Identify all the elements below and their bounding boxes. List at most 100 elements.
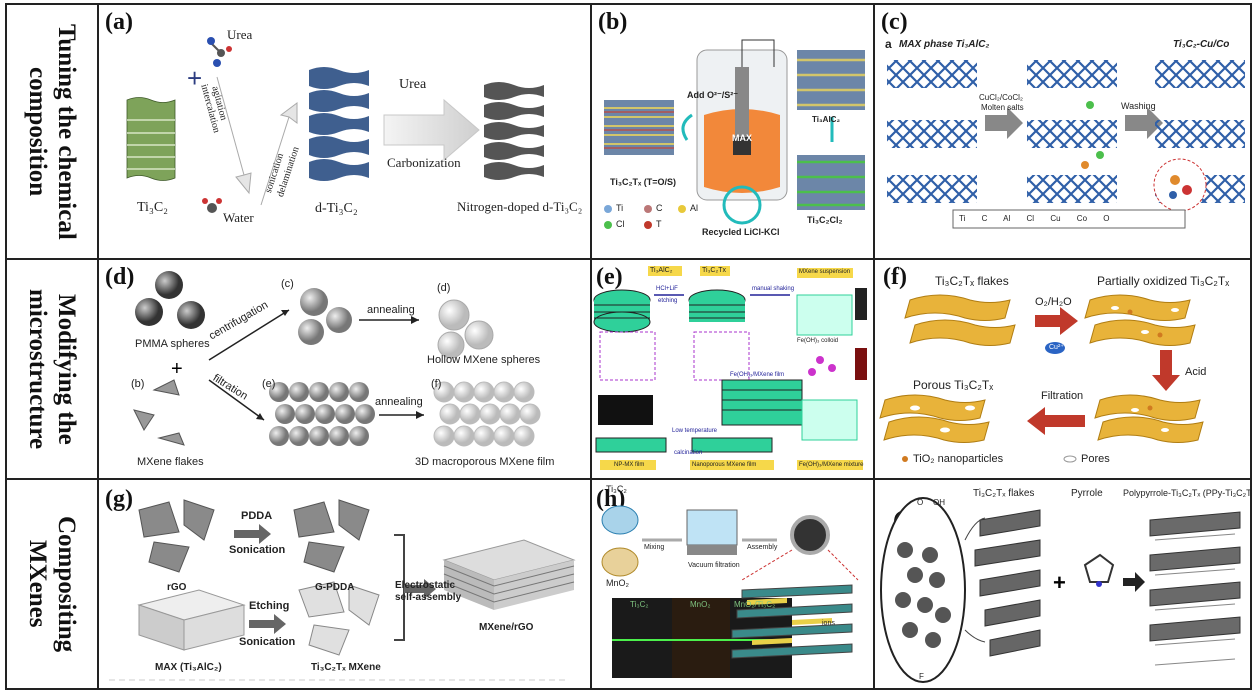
label-nanoporous: Nanoporous MXene film (692, 462, 757, 468)
intermediate-lattice (1027, 60, 1117, 203)
hollow-pore (519, 403, 541, 425)
pmma-sphere (349, 426, 369, 446)
label-o2h2o: O₂/H₂O (1035, 296, 1072, 308)
label-gpdda: G-PDDA (315, 582, 355, 593)
panel-b: (b) (592, 5, 873, 258)
mxene-flakes (133, 379, 185, 446)
pmma-sphere (335, 404, 355, 424)
panel-e: (e) Ti₃AlC₂ Ti₃C₂Tx HCl+LiF (592, 260, 873, 478)
pmma-sphere (329, 382, 349, 402)
hollow-pore (479, 403, 501, 425)
hollow-pore (499, 403, 521, 425)
label-assembly: Assembly (747, 544, 778, 551)
legend (604, 205, 686, 229)
panel-a: (a) + (99, 5, 590, 258)
label-ti3c2: Ti₃C₂ (606, 484, 627, 494)
panel-c: (c) a MAX phase Ti₃AlC₂ CuCl₂/CoCl₂ Molt… (875, 5, 1250, 258)
label-etching: Etching (249, 600, 290, 612)
label-vial-1: Ti₃C₂ (630, 600, 649, 609)
hollow-pore (453, 425, 475, 447)
label-d-ti3c2: d-Ti₃C₂ (315, 201, 358, 216)
label-cu: Cu²⁺ (1049, 344, 1064, 351)
sphere-array (269, 382, 375, 446)
label-ti3alc2: Ti₃AlC₂ (650, 267, 673, 274)
panel-c-illustration (887, 60, 1245, 229)
hollow-pore (473, 425, 495, 447)
panel-i: (i) + Ti₃C₂Tₓ flakes Pyrrole Polypyrrole… (875, 480, 1250, 688)
label-urea-2: Urea (399, 77, 427, 92)
grid-divider (97, 5, 99, 688)
pmma-sphere (295, 404, 315, 424)
panel-e-illustration (593, 266, 867, 470)
label-pores: Pores (1081, 453, 1110, 465)
label-add: Add O²⁻/S²⁻ (687, 90, 738, 100)
macroporous-film (433, 381, 541, 447)
pmma-sphere (349, 382, 369, 402)
label-product: Ti₃C₂-Cu/Co (1173, 39, 1230, 50)
label-hollow: Hollow MXene spheres (427, 354, 541, 366)
label-mixture: Fe(OH)₃/MXene mixture (799, 462, 864, 468)
label-pyrrole: Pyrrole (1071, 488, 1103, 499)
pmma-sphere (289, 426, 309, 446)
legend-item: Cl (1026, 214, 1035, 223)
pmma-sphere (355, 404, 375, 424)
legend-c: C (656, 203, 663, 213)
nitrogen-doped-stack (484, 82, 544, 180)
label-d: (d) (437, 282, 451, 294)
label-water: Water (223, 210, 254, 225)
legend-c-row: Ti C Al Cl Cu Co O (959, 214, 1110, 223)
grid-divider (7, 258, 1250, 260)
ti3c2cl2-crystal (797, 155, 865, 210)
row-label-composition: Tuning the chemical composition (24, 23, 80, 240)
legend-ti: Ti (616, 203, 624, 213)
label-flakes: Ti₃C₂Tₓ flakes (935, 274, 1009, 288)
panel-d: (d) + (c) (d) (b) (e) (f) PMMA spheres c… (99, 260, 590, 478)
pmma-sphere (309, 382, 329, 402)
pmma-sphere (289, 382, 309, 402)
label-annealing-1: annealing (367, 304, 415, 316)
grid-divider (590, 5, 592, 688)
label-e: (e) (262, 378, 276, 390)
svg-text:+: + (1053, 570, 1066, 595)
panel-label: (c) (881, 9, 908, 35)
pmma-sphere (275, 404, 295, 424)
hollow-pore (513, 425, 535, 447)
label-ti3c2tx-mxene: Ti₃C₂Tₓ MXene (311, 662, 381, 673)
label-vial-3: MnO₂/Ti₃C₂ (734, 600, 776, 609)
panel-g: (g) PDDA Sonication rGO G-PDDA Electrost… (99, 480, 590, 688)
label-urea: Urea (227, 27, 253, 42)
panel-d-illustration: + (133, 271, 541, 447)
label-ti3alc2: Ti₃AlC₂ (812, 115, 840, 124)
label-ppy: Polypyrrole-Ti₃C₂Tₓ (PPy-Ti₃C₂Tₓ) (1123, 488, 1250, 498)
pmma-sphere (315, 404, 335, 424)
label-flakes: Ti₃C₂Tₓ flakes (973, 488, 1035, 499)
panel-f-illustration (879, 294, 1204, 463)
label-manual: manual shaking (752, 286, 795, 292)
panel-h: (h) Ti₃C₂ MnO₂ Mixing Vacuum filtration … (592, 480, 873, 688)
hollow-pore (473, 381, 495, 403)
label-nitrogen-doped: Nitrogen-doped d-Ti₃C₂ (457, 199, 583, 214)
label-porous: Porous Ti₃C₂Tₓ (913, 378, 994, 392)
ti3alc2-crystal (797, 50, 865, 110)
label-ti3c2tx: Ti₃C₂Tx (702, 267, 726, 274)
legend-item: C (981, 214, 988, 223)
label-hcl: HCl+LiF (656, 286, 678, 292)
label-carbonization: Carbonization (387, 155, 461, 170)
pmma-sphere (269, 382, 289, 402)
hollow-pore (433, 425, 455, 447)
label-partial: Partially oxidized Ti₃C₂Tₓ (1097, 274, 1230, 288)
label-f: (f) (431, 378, 442, 390)
legend-item: Al (1003, 214, 1011, 223)
label-filtration: Filtration (1041, 390, 1084, 402)
legend-item: Ti (959, 214, 966, 223)
label-vial-2: MnO₂ (690, 600, 711, 609)
label-a: a (885, 37, 892, 51)
label-sonication-2: Sonication (239, 636, 296, 648)
label-lowtemp: Low temperature (672, 428, 718, 434)
label-electrostatic: Electrostatic (395, 580, 456, 591)
hollow-pore (439, 403, 461, 425)
legend-al: Al (690, 203, 699, 213)
label-washing: Washing (1121, 101, 1156, 111)
svg-text:+: + (187, 63, 202, 93)
label-max: MAX (732, 133, 752, 143)
